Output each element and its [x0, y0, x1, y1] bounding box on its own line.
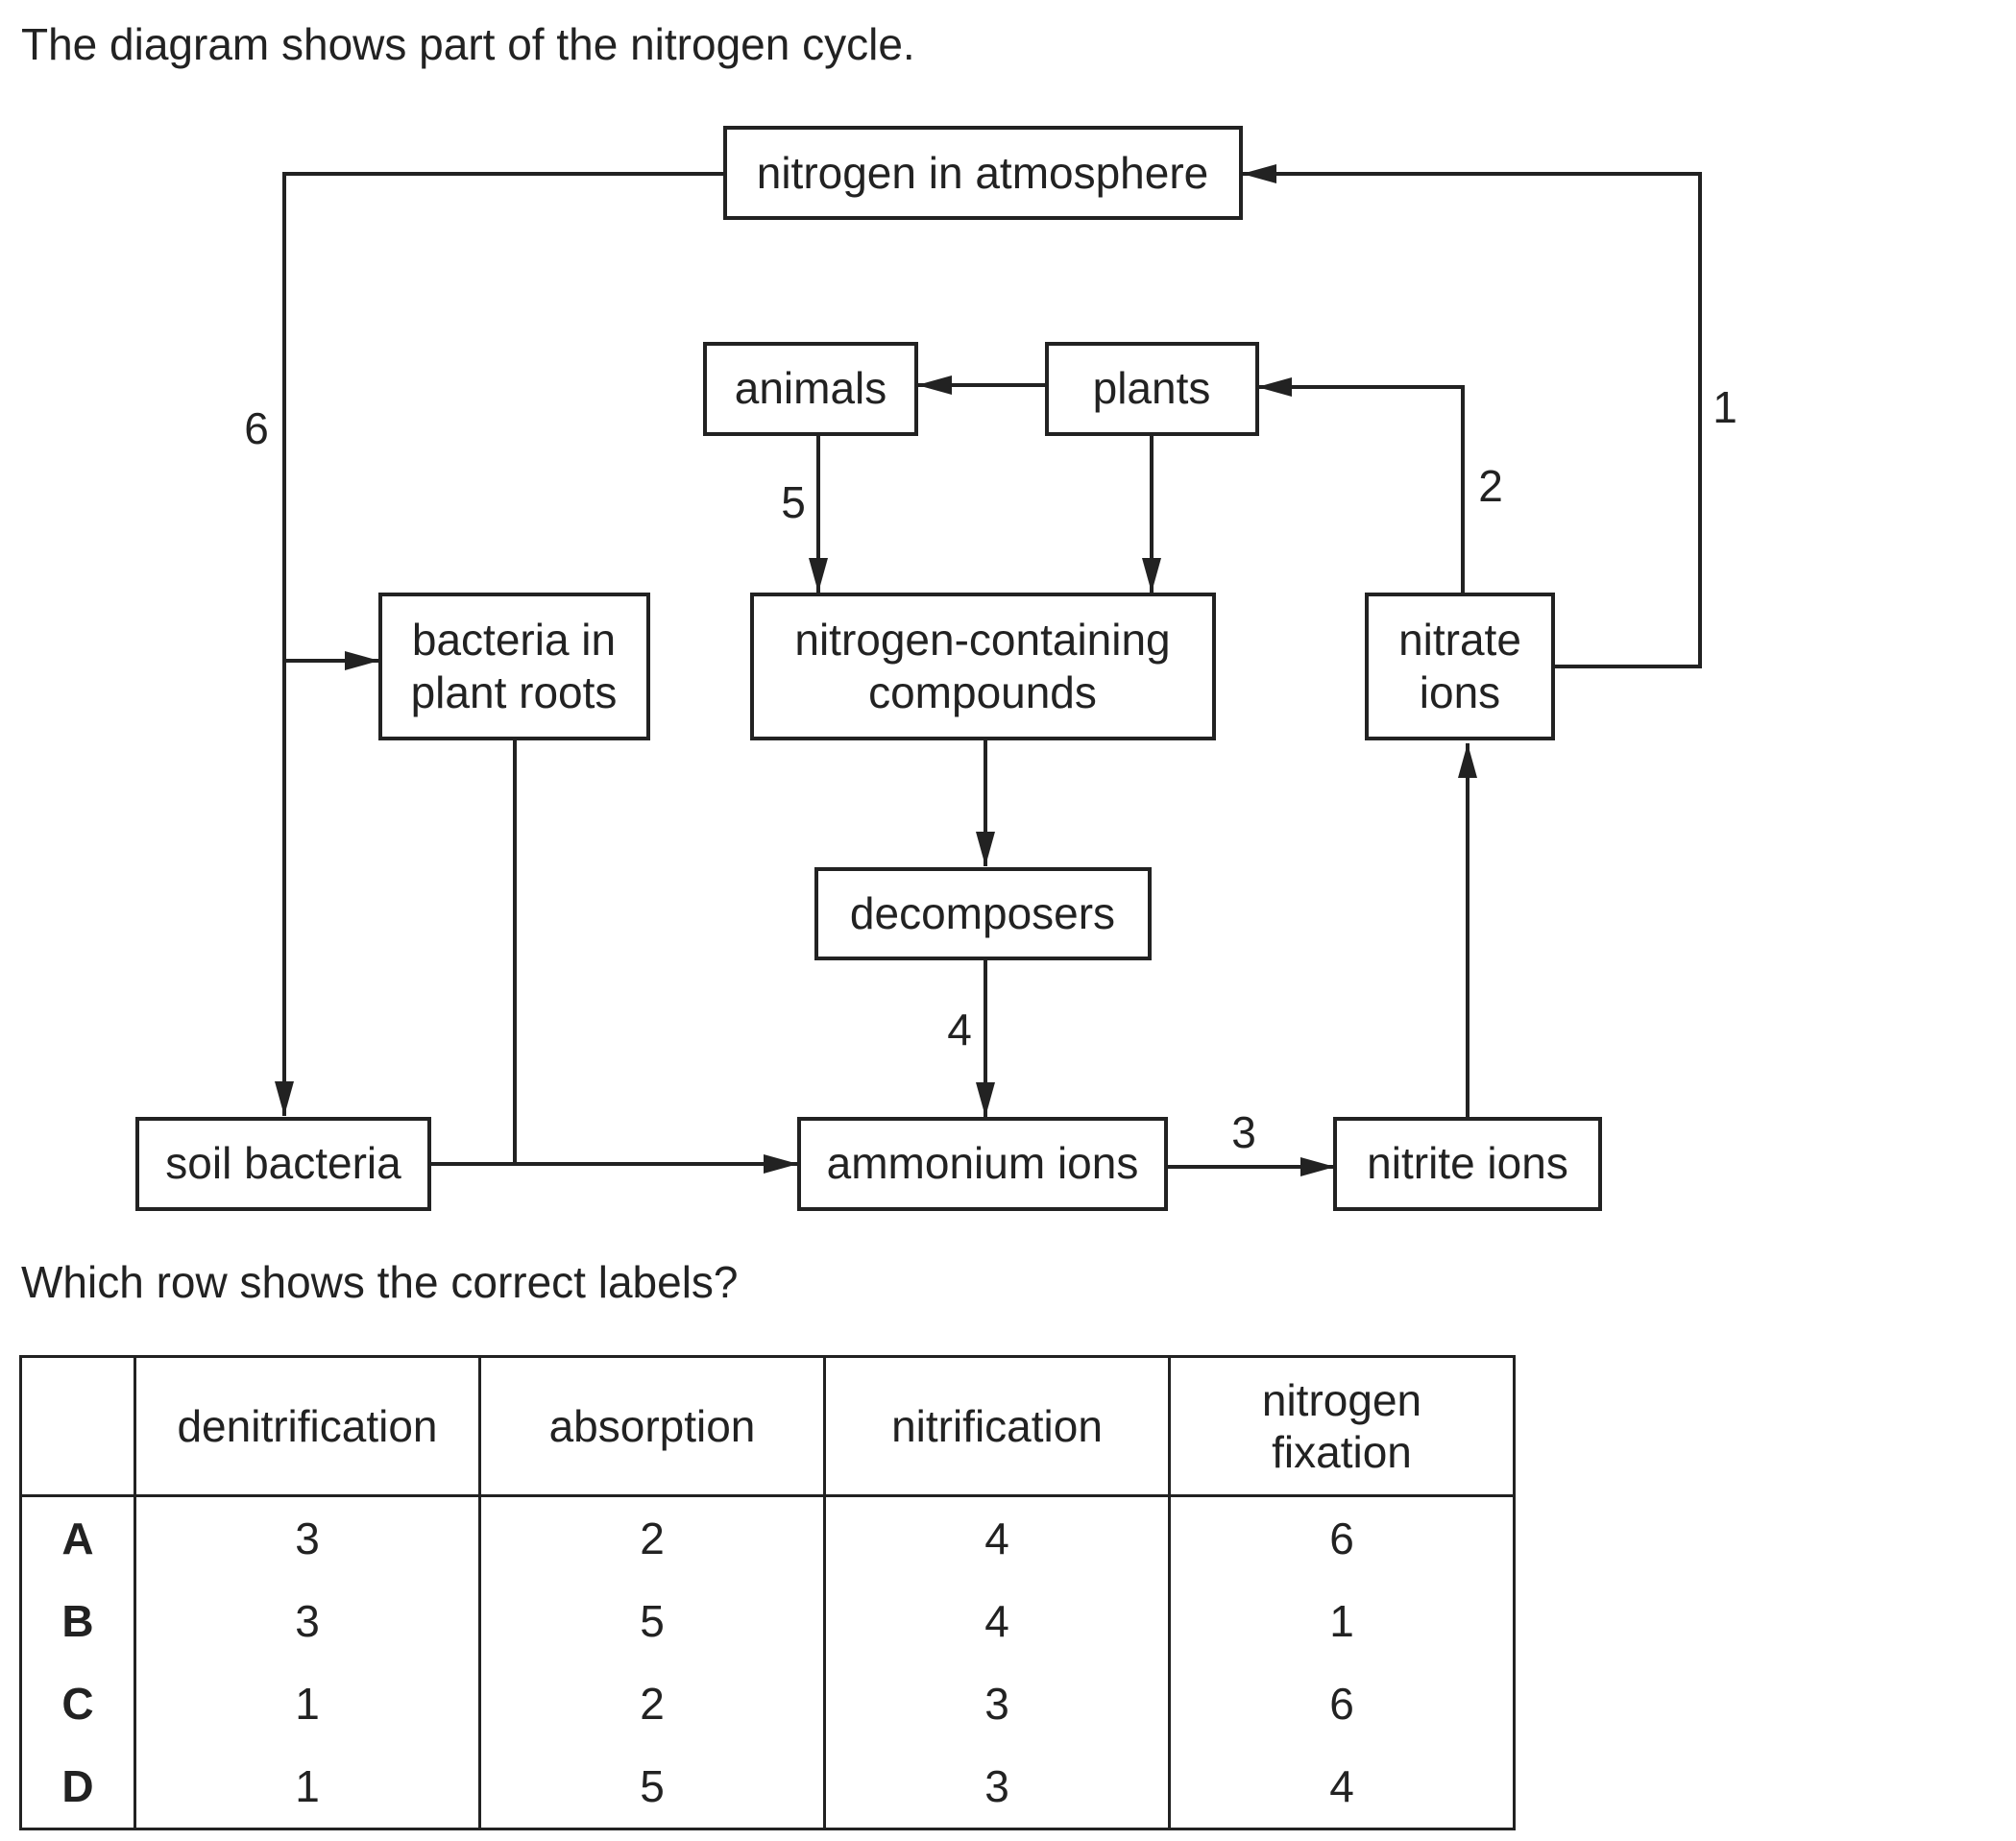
label-animals: animals [735, 363, 887, 413]
cell-b-denitrification: 3 [134, 1580, 481, 1662]
row-label-b: B [19, 1580, 136, 1662]
cell-d-absorption: 5 [478, 1745, 826, 1830]
header-empty-cell [19, 1355, 136, 1497]
cell-b-nitrogen-fixation: 1 [1168, 1580, 1516, 1662]
table-row: D 1 5 3 4 [19, 1745, 1516, 1830]
arrow-label-1: 1 [1712, 382, 1737, 432]
answer-table: denitrification absorption nitrification… [19, 1355, 1516, 1830]
connector-lines [275, 164, 1702, 1176]
table-row: A 3 2 4 6 [19, 1495, 1516, 1580]
label-nitrogen-in-atmosphere: nitrogen in atmosphere [757, 148, 1209, 198]
box-plants [1045, 342, 1259, 436]
cell-d-nitrification: 3 [823, 1745, 1171, 1830]
box-bacteria-in-plant-roots [378, 593, 650, 740]
cell-a-denitrification: 3 [134, 1495, 481, 1580]
nitrogen-cycle-diagram: nitrogen in atmosphere animals plants ba… [135, 126, 1737, 1211]
cell-c-denitrification: 1 [134, 1662, 481, 1745]
cell-d-denitrification: 1 [134, 1745, 481, 1830]
arrow-label-6: 6 [244, 403, 269, 453]
box-decomposers [814, 867, 1152, 960]
cell-a-absorption: 2 [478, 1495, 826, 1580]
box-nitrite-ions [1333, 1117, 1602, 1211]
arrow-label-2: 2 [1478, 461, 1503, 511]
header-nitrogen-fixation-line1: nitrogen [1261, 1375, 1422, 1425]
box-nitrogen-containing-compounds [750, 593, 1216, 740]
label-soil-bacteria: soil bacteria [165, 1138, 401, 1188]
label-bacteria-line2: plant roots [411, 667, 618, 717]
cell-b-absorption: 5 [478, 1580, 826, 1662]
header-nitrogen-fixation-line2: fixation [1272, 1427, 1412, 1477]
header-denitrification: denitrification [134, 1355, 481, 1497]
cell-a-nitrification: 4 [823, 1495, 1171, 1580]
arrow-nitrate-to-atmosphere [1242, 164, 1702, 668]
header-nitrogen-fixation: nitrogen fixation [1168, 1355, 1516, 1497]
cell-d-nitrogen-fixation: 4 [1168, 1745, 1516, 1830]
label-decomposers: decomposers [850, 888, 1115, 938]
table-row: B 3 5 4 1 [19, 1580, 1516, 1662]
intro-text: The diagram shows part of the nitrogen c… [21, 19, 915, 69]
box-soil-bacteria [135, 1117, 431, 1211]
box-animals [703, 342, 918, 436]
box-ammonium-ions [797, 1117, 1168, 1211]
row-label-d: D [19, 1745, 136, 1830]
label-nitrate-line2: ions [1420, 667, 1500, 717]
label-ammonium-ions: ammonium ions [827, 1138, 1139, 1188]
label-bacteria-line1: bacteria in [412, 615, 616, 665]
cell-c-nitrogen-fixation: 6 [1168, 1662, 1516, 1745]
box-nitrate-ions [1365, 593, 1555, 740]
row-label-a: A [19, 1495, 136, 1580]
arrow-atmosphere-to-soil-bacteria [275, 172, 727, 1116]
label-compounds-line1: nitrogen-containing [794, 615, 1170, 665]
label-nitrite-ions: nitrite ions [1367, 1138, 1568, 1188]
box-labels: nitrogen in atmosphere animals plants ba… [165, 148, 1568, 1188]
header-absorption: absorption [478, 1355, 826, 1497]
arrow-label-3: 3 [1231, 1107, 1256, 1157]
label-compounds-line2: compounds [868, 667, 1097, 717]
label-nitrate-line1: nitrate [1398, 615, 1521, 665]
arrow-nitrate-to-plants [1257, 377, 1465, 593]
question-text: Which row shows the correct labels? [21, 1257, 739, 1307]
diagram-boxes [135, 126, 1602, 1211]
cell-c-absorption: 2 [478, 1662, 826, 1745]
row-label-c: C [19, 1662, 136, 1745]
arrow-label-5: 5 [781, 477, 806, 527]
cell-a-nitrogen-fixation: 6 [1168, 1495, 1516, 1580]
label-plants: plants [1093, 363, 1211, 413]
cell-b-nitrification: 4 [823, 1580, 1171, 1662]
box-nitrogen-in-atmosphere [723, 126, 1243, 220]
arrow-number-labels: 1 2 3 4 5 6 [244, 382, 1737, 1157]
header-nitrification: nitrification [823, 1355, 1171, 1497]
cell-c-nitrification: 3 [823, 1662, 1171, 1745]
arrow-label-4: 4 [947, 1005, 972, 1054]
table-header-row: denitrification absorption nitrification… [19, 1355, 1516, 1497]
table-row: C 1 2 3 6 [19, 1662, 1516, 1745]
